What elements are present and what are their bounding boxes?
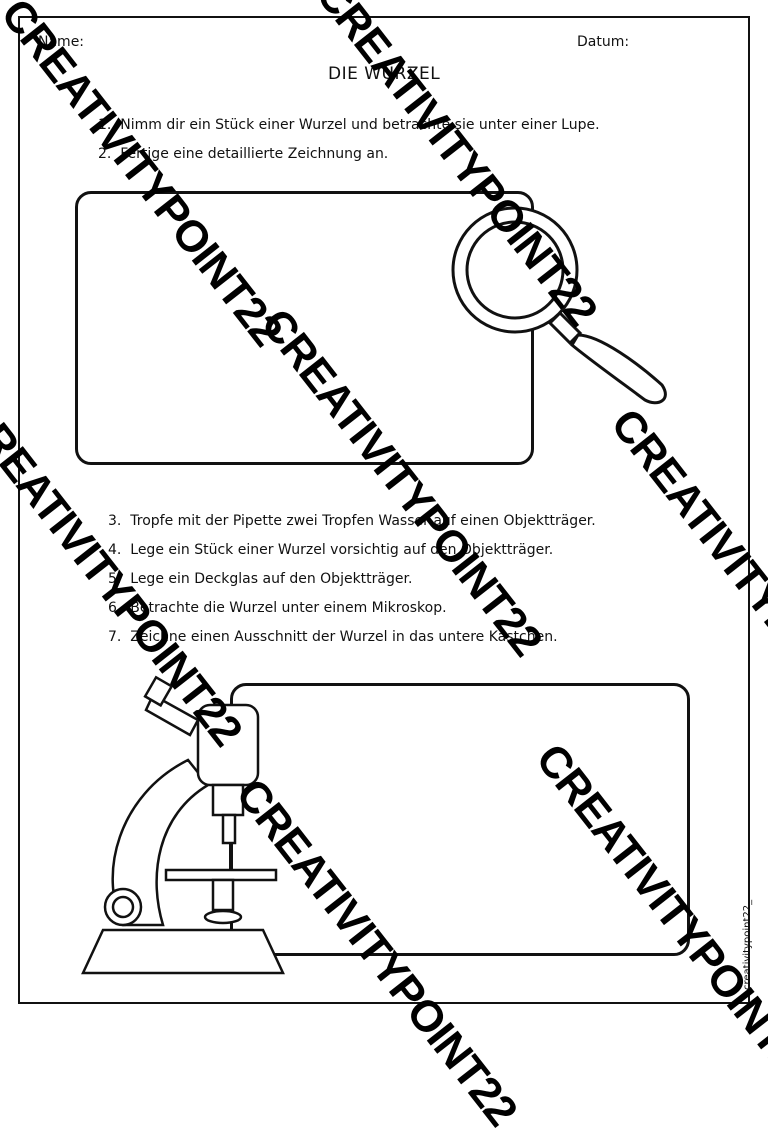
step-1: 1. Nimm dir ein Stück einer Wurzel und b… [98, 117, 600, 133]
step-6: 6. Betrachte die Wurzel unter einem Mikr… [108, 600, 447, 616]
page-border [18, 16, 750, 1004]
microscope-icon [81, 675, 285, 975]
step-7: 7. Zeichne einen Ausschnitt der Wurzel i… [108, 629, 558, 645]
name-label: Name: [38, 34, 85, 50]
step-3: 3. Tropfe mit der Pipette zwei Tropfen W… [108, 513, 596, 529]
magnifying-glass-icon [451, 206, 667, 405]
page-title: DIE WURZEL [328, 64, 441, 84]
step-4: 4. Lege ein Stück einer Wurzel vorsichti… [108, 542, 554, 558]
credit-text: creativitypoint22_ [742, 899, 753, 990]
date-label: Datum: [577, 34, 630, 50]
step-2: 2. Fertige eine detaillierte Zeichnung a… [98, 146, 389, 162]
step-5: 5. Lege ein Deckglas auf den Objektträge… [108, 571, 413, 587]
